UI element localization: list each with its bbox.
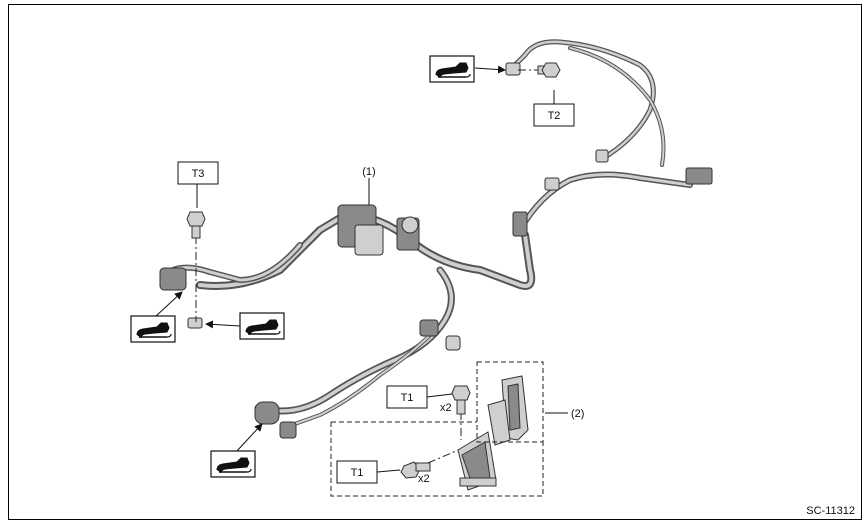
figure-frame [8, 4, 862, 520]
bracket-2 [457, 375, 529, 491]
quantity-lower: x2 [418, 473, 430, 485]
torque-label-t1-lower: T1 [351, 467, 364, 479]
callout-bracket-2: (2) [571, 408, 584, 420]
bolt-t3 [186, 211, 206, 322]
callout-harness-1: (1) [362, 166, 375, 178]
bolt-t2 [518, 62, 561, 78]
connector-disconnect-icon [210, 450, 256, 478]
wiring-harness [159, 39, 713, 439]
connector-disconnect-icon [130, 315, 176, 343]
bracket-upper-group-box [476, 361, 544, 443]
bolt-t1-upper [451, 385, 471, 440]
figure-code: SC-11312 [806, 505, 855, 517]
connector-disconnect-icon [239, 312, 285, 340]
torque-label-t3: T3 [192, 168, 205, 180]
bracket-lower-group-box [330, 422, 544, 497]
torque-label-t2: T2 [548, 110, 561, 122]
quantity-upper: x2 [440, 402, 452, 414]
connector-disconnect-icon [429, 55, 475, 83]
torque-label-t1-upper: T1 [401, 392, 414, 404]
